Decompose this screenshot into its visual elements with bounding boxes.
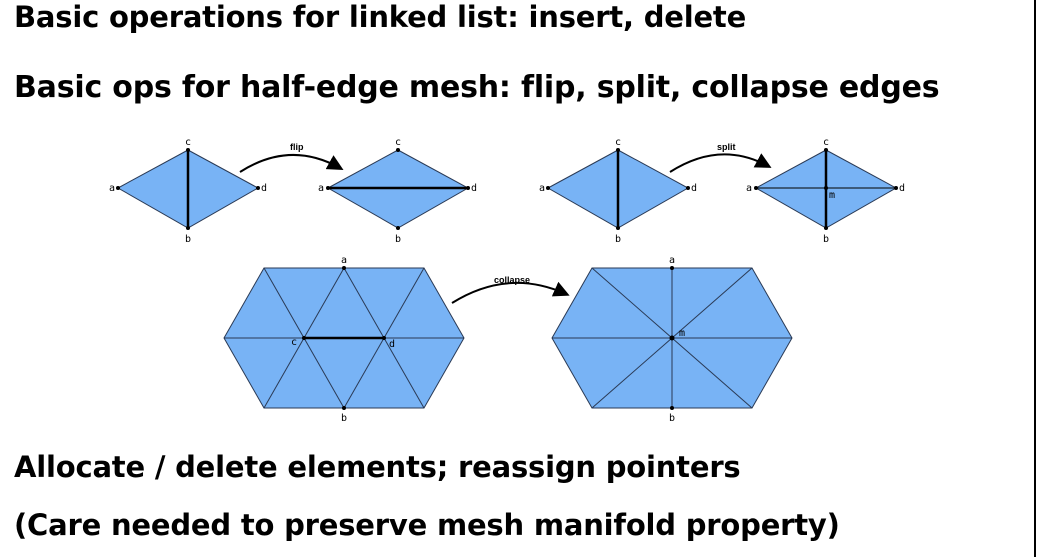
text-line-allocate: Allocate / delete elements; reassign poi… — [14, 450, 741, 484]
flip-before-diamond: a c d b — [109, 137, 267, 245]
split-after-label-a: a — [746, 183, 752, 194]
split-after-label-b: b — [823, 234, 829, 245]
collapse-after-hexagon: a b m — [551, 255, 793, 424]
collapse-after-label-m: m — [679, 328, 685, 339]
split-arrow — [669, 153, 772, 173]
slide-right-border — [1034, 0, 1036, 557]
flip-after-label-a: a — [318, 183, 324, 194]
collapse-after-label-a: a — [669, 255, 675, 266]
split-before-label-d: d — [691, 183, 697, 194]
split-before-label-a: a — [539, 183, 545, 194]
flip-before-label-b: b — [185, 234, 191, 245]
flip-arrow — [239, 153, 344, 173]
collapse-op-label: collapse — [494, 275, 530, 285]
split-op-label: split — [717, 142, 736, 152]
split-before-label-c: c — [615, 137, 621, 148]
flip-after-label-b: b — [395, 234, 401, 245]
collapse-before-label-b: b — [341, 413, 347, 424]
collapse-after-label-b: b — [669, 413, 675, 424]
split-after-label-d: d — [899, 183, 905, 194]
flip-after-diamond: a c d b — [318, 137, 477, 245]
collapse-before-hexagon: a b c d — [223, 255, 465, 424]
split-before-diamond: a c d b — [539, 137, 697, 245]
collapse-before-label-a: a — [341, 255, 347, 266]
split-after-label-c: c — [823, 137, 829, 148]
text-line-manifold-note: (Care needed to preserve mesh manifold p… — [14, 508, 840, 542]
split-after-diamond: a c d b m — [746, 137, 905, 245]
flip-after-label-d: d — [471, 183, 477, 194]
split-before-label-b: b — [615, 234, 621, 245]
collapse-before-label-c: c — [291, 337, 297, 348]
text-line-linked-list: Basic operations for linked list: insert… — [14, 0, 747, 34]
flip-op-label: flip — [290, 142, 304, 152]
flip-before-label-d: d — [261, 183, 267, 194]
flip-before-label-c: c — [185, 137, 191, 148]
collapse-arrow — [451, 281, 570, 304]
collapse-before-label-d: d — [389, 339, 395, 350]
split-after-label-m: m — [829, 190, 835, 201]
text-line-half-edge-ops: Basic ops for half-edge mesh: flip, spli… — [14, 70, 940, 105]
flip-before-label-a: a — [109, 183, 115, 194]
flip-after-label-c: c — [395, 137, 401, 148]
